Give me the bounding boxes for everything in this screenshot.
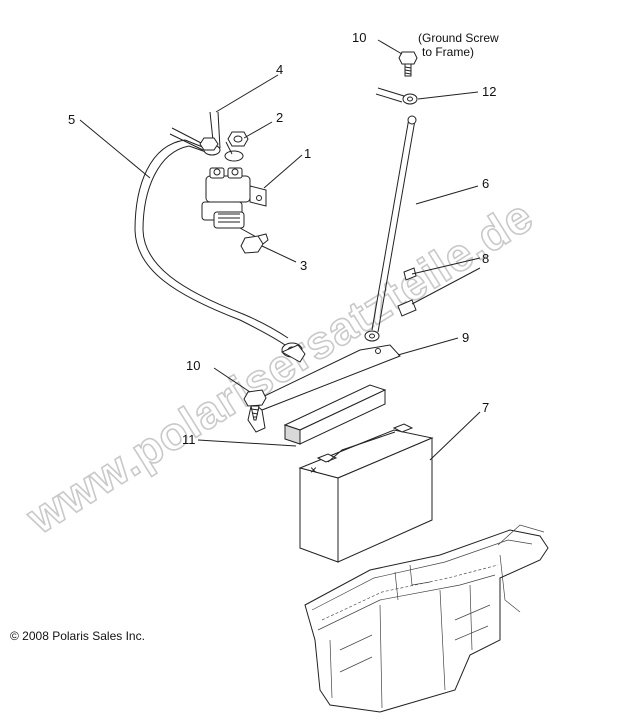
battery-box — [304, 524, 549, 713]
screw-10-mid — [243, 389, 267, 421]
callout-10-top: 10 — [352, 30, 366, 45]
leader-lines — [79, 39, 481, 461]
solenoid-1 — [201, 167, 267, 239]
callout-10-mid: 10 — [186, 358, 200, 373]
watermark-text: www.polarisersatzteile.de — [17, 189, 542, 544]
callout-8: 8 — [482, 251, 489, 266]
callout-5: 5 — [68, 112, 75, 127]
callout-12: 12 — [482, 84, 496, 99]
battery-7: × — [298, 423, 434, 563]
callout-4: 4 — [276, 62, 283, 77]
callout-3: 3 — [300, 258, 307, 273]
pads-8 — [397, 267, 417, 317]
battery-cable-5 — [134, 139, 306, 363]
callout-1: 1 — [304, 146, 311, 161]
ground-cable-6 — [364, 87, 418, 342]
foam-pad-11 — [283, 384, 387, 445]
callout-6: 6 — [482, 176, 489, 191]
nut-2 — [199, 131, 249, 151]
bolt-3 — [240, 233, 269, 254]
battery-neg-mark: × — [310, 463, 317, 477]
callout-11: 11 — [182, 432, 196, 447]
callout-7: 7 — [482, 400, 489, 415]
callout-9: 9 — [462, 330, 469, 345]
ground-screw-note-line2: to Frame) — [422, 45, 474, 59]
copyright-text: © 2008 Polaris Sales Inc. — [10, 629, 145, 643]
callout-2: 2 — [276, 110, 283, 125]
ground-screw-10-top — [398, 51, 418, 77]
ground-screw-note-line1: (Ground Screw — [418, 31, 499, 45]
